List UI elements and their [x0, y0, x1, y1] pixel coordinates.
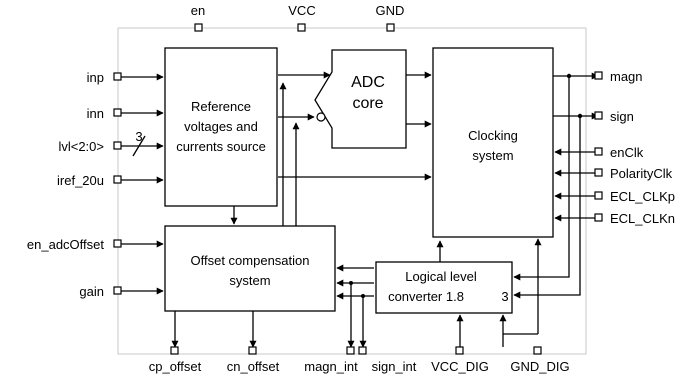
pin-en-adcoffset [113, 239, 122, 248]
reference-block [164, 47, 278, 207]
pin-magn-label: magn [610, 69, 643, 84]
pin-sign-int [358, 346, 367, 355]
reference-label-1: Reference [191, 99, 251, 114]
clocking-block [432, 47, 554, 238]
pin-vcc-dig [455, 346, 464, 355]
pin-polarityclk-label: PolarityClk [610, 166, 673, 181]
offset-label-2: system [229, 273, 270, 288]
pin-magn [594, 71, 603, 80]
pin-magn-int [346, 346, 355, 355]
logic-label-2: converter 1.8 [388, 289, 464, 304]
pin-cn-offset-label: cn_offset [227, 359, 280, 374]
pin-gnd-label: GND [376, 3, 405, 18]
pin-gain-label: gain [79, 284, 104, 299]
inverting-bubble [316, 112, 326, 122]
pin-enclk [594, 147, 603, 156]
pin-en-adcoffset-label: en_adcOffset [27, 237, 104, 252]
pin-vcc [297, 23, 306, 32]
pin-polarityclk [594, 168, 603, 177]
pin-ecl-clkn-label: ECL_CLKn [610, 211, 675, 226]
pin-sign-label: sign [610, 109, 634, 124]
pin-iref-label: iref_20u [57, 173, 104, 188]
pin-lvl [113, 141, 122, 150]
offset-label-1: Offset compensation [191, 253, 310, 268]
pin-iref [113, 175, 122, 184]
pin-vcc-label: VCC [288, 3, 315, 18]
pin-cn-offset [248, 346, 257, 355]
logic-label-1: Logical level [405, 269, 477, 284]
pin-enclk-label: enClk [610, 145, 644, 160]
wires [118, 71, 599, 348]
clocking-label-1: Clocking [468, 128, 518, 143]
logic-converter-block [375, 261, 513, 314]
pin-lvl-label: lvl<2:0> [58, 139, 104, 154]
bus-width-label: 3 [135, 129, 142, 144]
pin-gnd [386, 23, 395, 32]
pin-inp [113, 72, 122, 81]
pin-sign [594, 111, 603, 120]
pin-en-label: en [191, 3, 205, 18]
pin-gain [113, 286, 122, 295]
pin-ecl-clkp-label: ECL_CLKp [610, 189, 675, 204]
clocking-label-2: system [472, 148, 513, 163]
pin-gnd-dig-label: GND_DIG [510, 359, 569, 374]
adc-core-block [314, 49, 407, 149]
pin-sign-int-label: sign_int [372, 359, 417, 374]
pin-gnd-dig [533, 346, 542, 355]
offset-block [164, 225, 336, 312]
pin-vcc-dig-label: VCC_DIG [431, 359, 489, 374]
pin-magn-int-label: magn_int [304, 359, 358, 374]
pin-cp-offset [170, 346, 179, 355]
reference-label-3: currents source [176, 139, 266, 154]
pin-ecl-clkp [594, 191, 603, 200]
pin-ecl-clkn [594, 213, 603, 222]
adc-label-2: core [352, 95, 383, 112]
pin-en [194, 23, 203, 32]
pin-inn-label: inn [87, 106, 104, 121]
pin-inn [113, 108, 122, 117]
logic-out-label: 3 [501, 289, 508, 304]
reference-label-2: voltages and [184, 119, 258, 134]
adc-label-1: ADC [351, 74, 385, 91]
pin-cp-offset-label: cp_offset [149, 359, 202, 374]
pin-inp-label: inp [87, 70, 104, 85]
